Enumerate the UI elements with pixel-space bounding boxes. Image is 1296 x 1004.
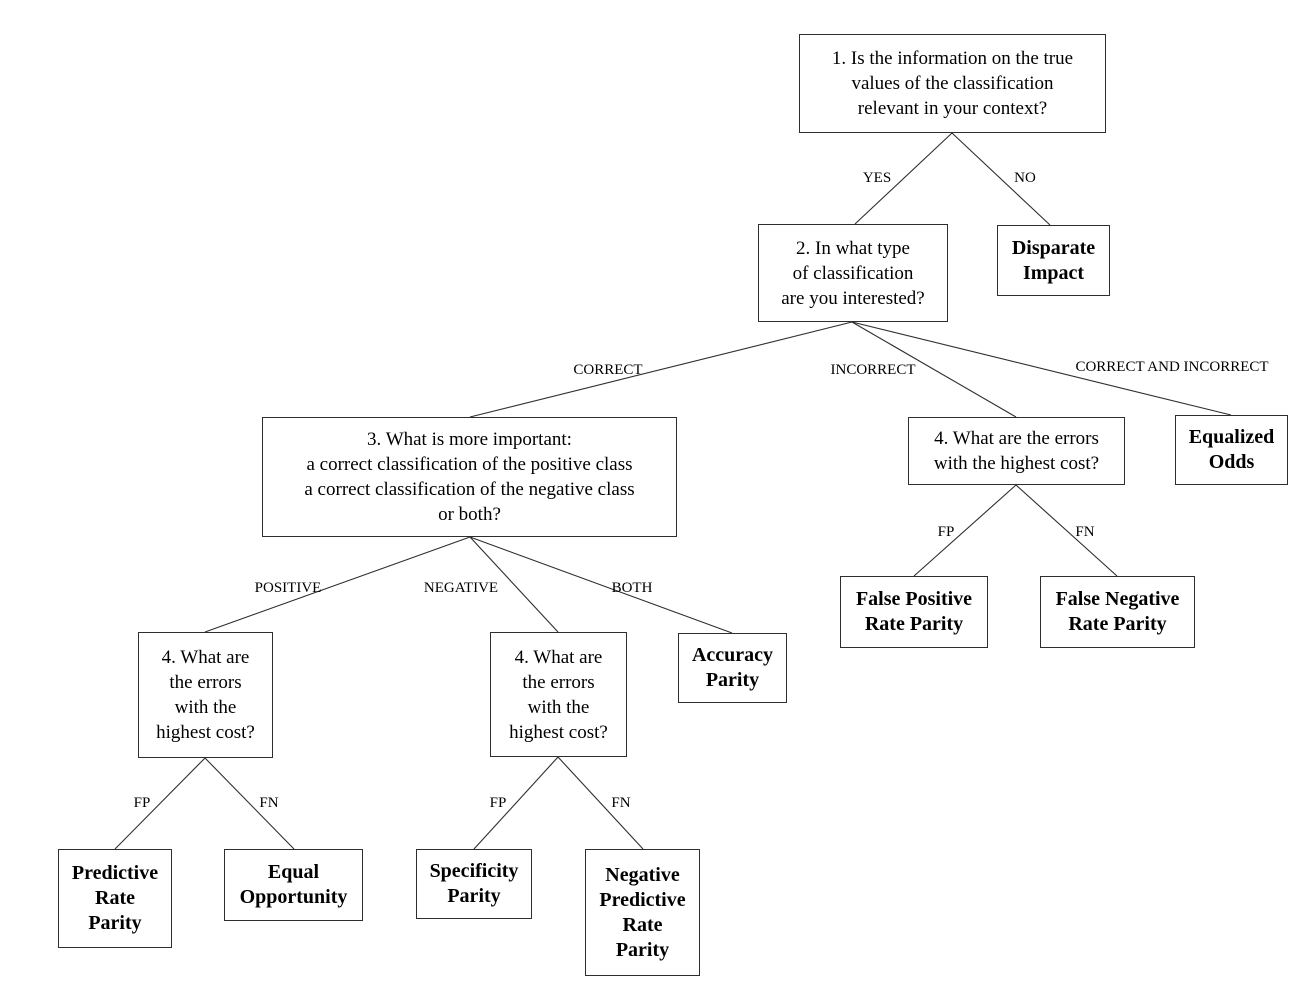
edge-q4mid-fn xyxy=(557,756,644,850)
edge-q4left-fn xyxy=(204,757,295,850)
node-question-4-errors-highest-cost-incorrect: 4. What are the errors with the highest … xyxy=(908,417,1125,485)
node-leaf-negative-predictive-rate-parity: Negative Predictive Rate Parity xyxy=(585,849,700,976)
edge-label-both: BOTH xyxy=(611,580,653,596)
edge-label-yes: YES xyxy=(862,170,892,186)
edge-q2-correct xyxy=(469,321,853,418)
edge-label-negative: NEGATIVE xyxy=(423,580,499,596)
node-leaf-equal-opportunity: Equal Opportunity xyxy=(224,849,363,921)
edge-q4left-fp xyxy=(114,757,206,850)
node-leaf-equalized-odds: Equalized Odds xyxy=(1175,415,1288,485)
edge-q1-no xyxy=(951,132,1051,226)
edge-q3-negative xyxy=(469,536,559,633)
node-leaf-false-negative-rate-parity: False Negative Rate Parity xyxy=(1040,576,1195,648)
edge-q3-both xyxy=(469,536,733,634)
edge-label-correct: CORRECT xyxy=(573,362,643,378)
node-leaf-accuracy-parity: Accuracy Parity xyxy=(678,633,787,703)
node-leaf-specificity-parity: Specificity Parity xyxy=(416,849,532,919)
node-question-4-errors-highest-cost-negative: 4. What are the errors with the highest … xyxy=(490,632,627,757)
edge-q2-correct-and-incorrect xyxy=(851,321,1232,416)
edge-label-positive: POSITIVE xyxy=(254,580,322,596)
edge-label-no: NO xyxy=(1014,170,1036,186)
node-question-2-classification-type: 2. In what type of classification are yo… xyxy=(758,224,948,322)
edge-q3-positive xyxy=(204,536,471,633)
edge-label-fn-incorrect-branch: FN xyxy=(1075,524,1095,540)
edge-label-fp-positive-branch: FP xyxy=(133,795,151,811)
node-leaf-predictive-rate-parity: Predictive Rate Parity xyxy=(58,849,172,948)
edge-q1-yes xyxy=(854,132,953,225)
edge-q4mid-fp xyxy=(473,756,559,850)
node-leaf-false-positive-rate-parity: False Positive Rate Parity xyxy=(840,576,988,648)
edge-label-fn-positive-branch: FN xyxy=(259,795,279,811)
edge-q2-incorrect xyxy=(851,321,1017,418)
edge-label-fp-incorrect-branch: FP xyxy=(937,524,955,540)
edge-q4right-fn xyxy=(1015,484,1118,577)
edge-label-incorrect: INCORRECT xyxy=(830,362,916,378)
edge-label-fn-negative-branch: FN xyxy=(611,795,631,811)
node-leaf-disparate-impact: Disparate Impact xyxy=(997,225,1110,296)
node-question-4-errors-highest-cost-positive: 4. What are the errors with the highest … xyxy=(138,632,273,758)
edge-q4right-fp xyxy=(913,484,1017,577)
edge-label-correct-and-incorrect: CORRECT AND INCORRECT xyxy=(1075,359,1269,375)
node-question-3-what-is-more-important: 3. What is more important: a correct cla… xyxy=(262,417,677,537)
node-question-1-true-values-relevant: 1. Is the information on the true values… xyxy=(799,34,1106,133)
edge-label-fp-negative-branch: FP xyxy=(489,795,507,811)
